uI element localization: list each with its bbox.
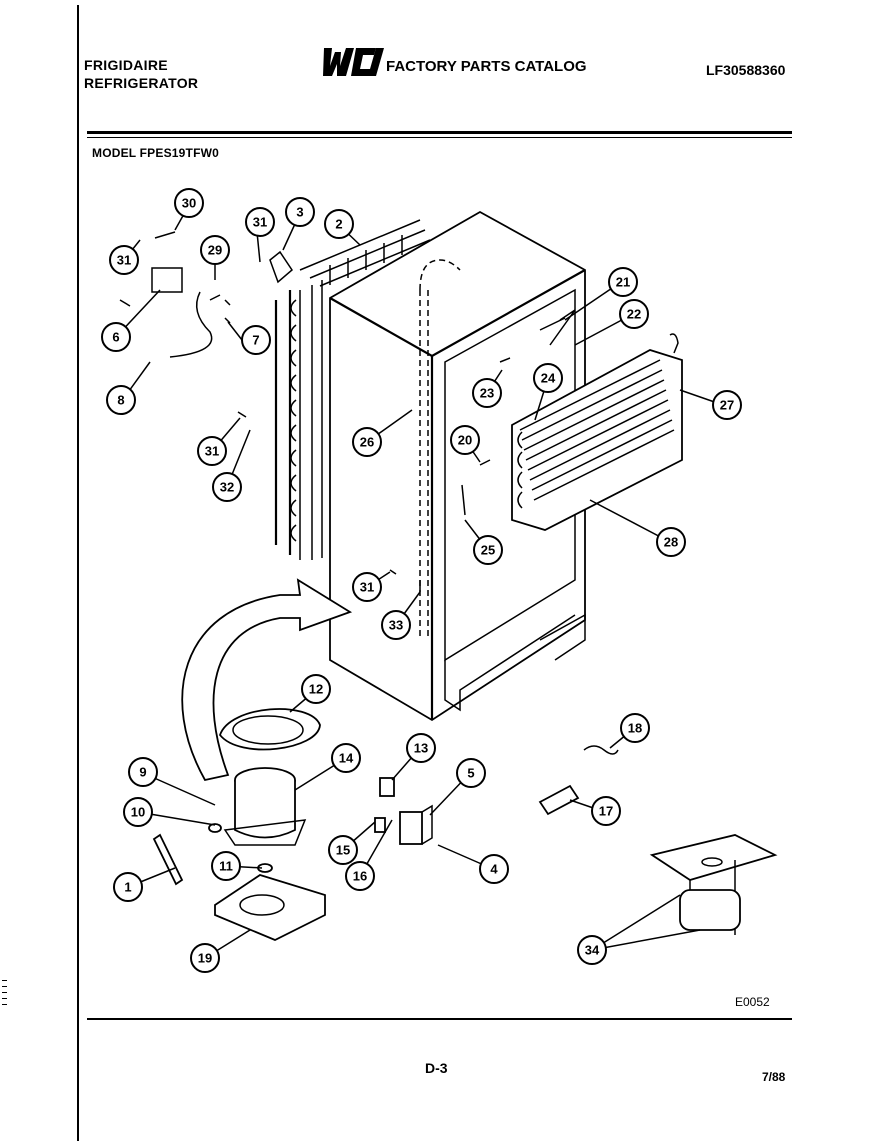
callout-number: 22 [627,307,641,322]
callout-10: 10 [123,797,153,827]
callout-9: 9 [128,757,158,787]
callout-number: 21 [616,275,630,290]
callout-7: 7 [241,325,271,355]
callout-number: 15 [336,843,350,858]
product-type: REFRIGERATOR [84,75,199,91]
callout-number: 31 [117,253,131,268]
callout-number: 12 [309,682,323,697]
callout-number: 32 [220,480,234,495]
callout-1: 1 [113,872,143,902]
callout-number: 29 [208,243,222,258]
header-rule-thick [87,131,792,134]
callout-5: 5 [456,758,486,788]
callout-11: 11 [211,851,241,881]
callout-24: 24 [533,363,563,393]
cabinet-body [329,210,586,722]
callout-6: 6 [101,322,131,352]
callout-number: 9 [139,765,146,780]
callout-28: 28 [656,527,686,557]
callout-number: 23 [480,386,494,401]
callout-13: 13 [406,733,436,763]
callout-29: 29 [200,235,230,265]
brand-block: FRIGIDAIRE REFRIGERATOR [84,56,198,92]
condenser-coil [274,219,431,560]
brand-name: FRIGIDAIRE [84,57,168,73]
callout-number: 20 [458,433,472,448]
callout-number: 14 [339,751,354,766]
callout-2: 2 [324,209,354,239]
callout-number: 11 [219,859,233,874]
electrical-components [374,745,619,845]
callout-19: 19 [190,943,220,973]
callout-20: 20 [450,425,480,455]
callout-3: 3 [285,197,315,227]
callout-17: 17 [591,796,621,826]
catalog-date: 7/88 [762,1070,786,1084]
header-rule-thin [87,137,792,138]
callout-21: 21 [608,267,638,297]
fan-motor-assembly [649,834,778,935]
callout-4: 4 [479,854,509,884]
callout-number: 13 [414,741,428,756]
callout-25: 25 [473,535,503,565]
callout-22: 22 [619,299,649,329]
callout-18: 18 [620,713,650,743]
callout-number: 17 [599,804,613,819]
install-arrow [181,578,353,782]
callout-number: 5 [467,766,474,781]
small-parts [119,231,679,592]
callout-number: 28 [664,535,678,550]
callout-34: 34 [577,935,607,965]
callout-31: 31 [352,572,382,602]
callout-31: 31 [197,436,227,466]
callout-number: 31 [205,444,219,459]
callout-31: 31 [109,245,139,275]
callout-number: 10 [131,805,145,820]
callout-number: 31 [253,215,267,230]
callout-number: 8 [117,393,124,408]
callout-number: 7 [252,333,259,348]
callout-15: 15 [328,835,358,865]
callout-number: 3 [296,205,303,220]
page-label: D-3 [425,1060,448,1076]
evaporator [511,309,683,531]
callout-number: 25 [481,543,495,558]
footer-rule [87,1018,792,1020]
callout-number: 24 [541,371,556,386]
compressor-assembly [152,708,326,941]
callout-16: 16 [345,861,375,891]
callout-number: 34 [585,943,600,958]
callout-33: 33 [381,610,411,640]
callout-number: 31 [360,580,374,595]
callout-number: 30 [182,196,196,211]
callout-number: 2 [335,217,342,232]
callout-number: 26 [360,435,374,450]
callout-number: 4 [490,862,498,877]
callout-number: 18 [628,721,642,736]
callout-26: 26 [352,427,382,457]
scan-margin-marks [2,980,8,1020]
callout-number: 16 [353,869,367,884]
callout-12: 12 [301,674,331,704]
callout-number: 19 [198,951,212,966]
document-number: LF30588360 [706,62,786,78]
callout-number: 27 [720,398,734,413]
callout-30: 30 [174,188,204,218]
callout-27: 27 [712,390,742,420]
callout-23: 23 [472,378,502,408]
callout-number: 1 [124,880,131,895]
catalog-title: FACTORY PARTS CATALOG [386,58,587,75]
catalog-header: FACTORY PARTS CATALOG [318,46,608,80]
page-frame-left-edge [77,5,799,1141]
callout-32: 32 [212,472,242,502]
model-number: MODEL FPES19TFW0 [92,146,219,160]
wci-logo [323,48,384,76]
callout-8: 8 [106,385,136,415]
diagram-code: E0052 [735,995,770,1009]
callout-31: 31 [245,207,275,237]
callout-14: 14 [331,743,361,773]
callout-number: 33 [389,618,403,633]
callout-number: 6 [112,330,119,345]
